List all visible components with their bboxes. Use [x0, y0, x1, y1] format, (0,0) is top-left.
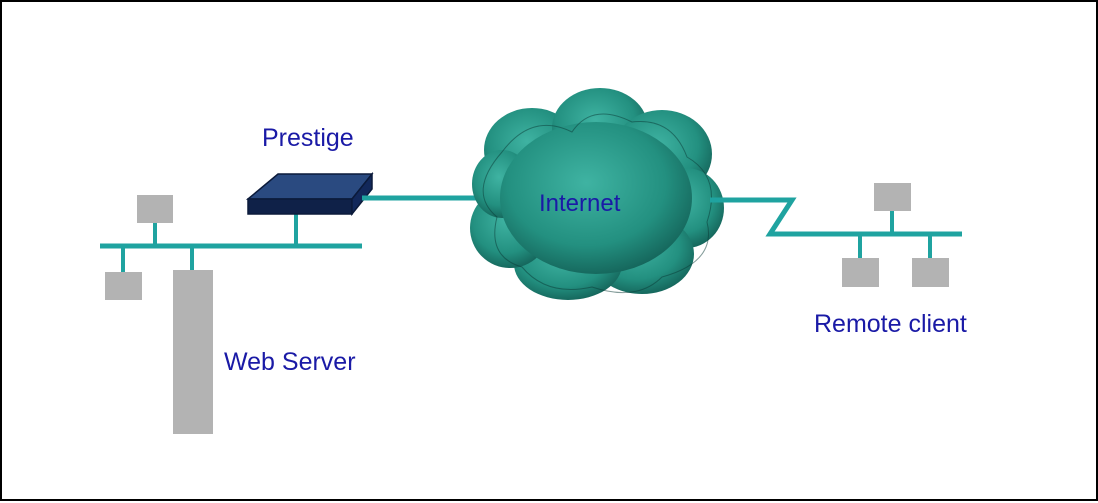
left-host-bottom	[105, 272, 142, 300]
internet-label: Internet	[539, 190, 621, 217]
remote-host-top	[874, 183, 911, 211]
remote-lan	[842, 183, 949, 287]
web-server-label: Web Server	[224, 348, 356, 376]
remote-client-label: Remote client	[814, 310, 967, 338]
router-side-face	[351, 171, 373, 217]
prestige-router	[245, 171, 374, 217]
router-front-face	[247, 198, 353, 215]
internet-remote-link	[710, 197, 962, 237]
router-label: Prestige	[262, 124, 354, 152]
remote-host-left	[842, 258, 879, 287]
left-lan	[100, 195, 362, 434]
remote-host-right	[912, 258, 949, 287]
router-top-face	[245, 173, 374, 200]
web-server	[173, 270, 213, 434]
left-host-top	[137, 195, 173, 223]
internet-cloud	[470, 88, 724, 300]
